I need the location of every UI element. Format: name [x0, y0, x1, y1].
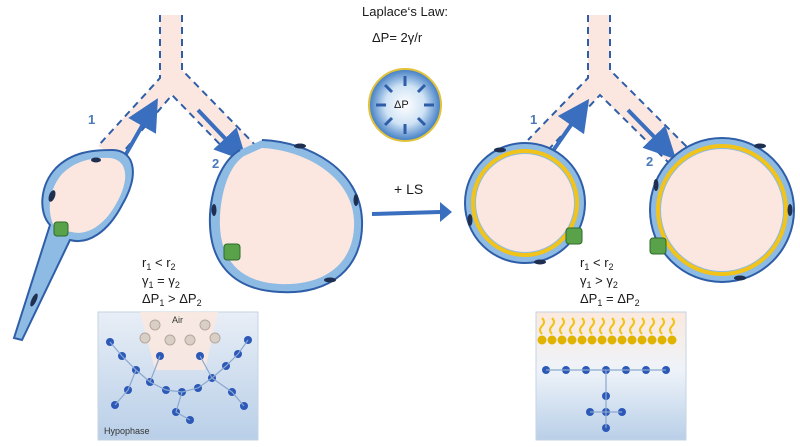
- small-alveolus-left: [12, 148, 134, 342]
- right-eq-tension: γ1 > γ2: [580, 273, 618, 290]
- inset-hypophase-label: Hypophase: [104, 426, 150, 436]
- left-eq-pressure: ΔP1 > ΔP2: [142, 291, 202, 308]
- left-airway-tree: [97, 15, 261, 169]
- law-formula: ΔP= 2γ/r: [372, 30, 423, 45]
- right-inset: [535, 311, 687, 441]
- left-airway-label-2: 2: [212, 156, 220, 171]
- left-inset: [97, 311, 259, 441]
- right-airway-label-2: 2: [646, 154, 654, 169]
- left-eq-radius: r1 < r2: [142, 255, 176, 272]
- left-equations: r1 < r2 γ1 = γ2 ΔP1 > ΔP2: [142, 254, 202, 308]
- right-airway-label-1: 1: [530, 112, 538, 127]
- alveolus-right-2: [649, 137, 795, 283]
- transition-arrow: [372, 202, 452, 222]
- right-eq-pressure: ΔP1 = ΔP2: [580, 291, 640, 308]
- large-alveolus-left: [208, 139, 364, 294]
- alveolus-right-1: [464, 142, 586, 265]
- inset-air-label: Air: [172, 315, 183, 325]
- left-eq-tension: γ1 = γ2: [142, 273, 180, 290]
- right-airway-tree: [527, 15, 691, 163]
- right-equations: r1 < r2 γ1 > γ2 ΔP1 = ΔP2: [580, 254, 640, 308]
- bubble-label: ΔP: [394, 99, 409, 111]
- transition-label: + LS: [394, 181, 424, 197]
- left-airway-label-1: 1: [88, 112, 96, 127]
- right-eq-radius: r1 < r2: [580, 255, 614, 272]
- laplace-bubble: [368, 68, 442, 142]
- law-title: Laplace‘s Law:: [362, 4, 448, 19]
